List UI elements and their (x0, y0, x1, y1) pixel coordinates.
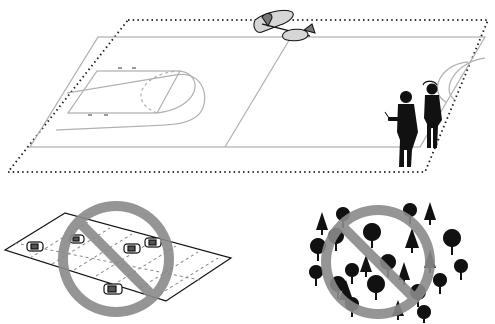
parking-lot-prohibited (5, 206, 231, 312)
tree-area-prohibited (309, 202, 468, 323)
car-icon (124, 244, 140, 253)
prohibited-icon (63, 206, 169, 312)
flight-field-with-pilots (8, 10, 488, 172)
car-icon (27, 242, 43, 251)
tree-icons (309, 202, 468, 323)
pilot-front-icon (385, 91, 418, 167)
pilot-figures (385, 81, 442, 167)
car-icon (104, 284, 122, 294)
model-airplane-icon (254, 10, 315, 40)
car-icon (145, 238, 161, 247)
